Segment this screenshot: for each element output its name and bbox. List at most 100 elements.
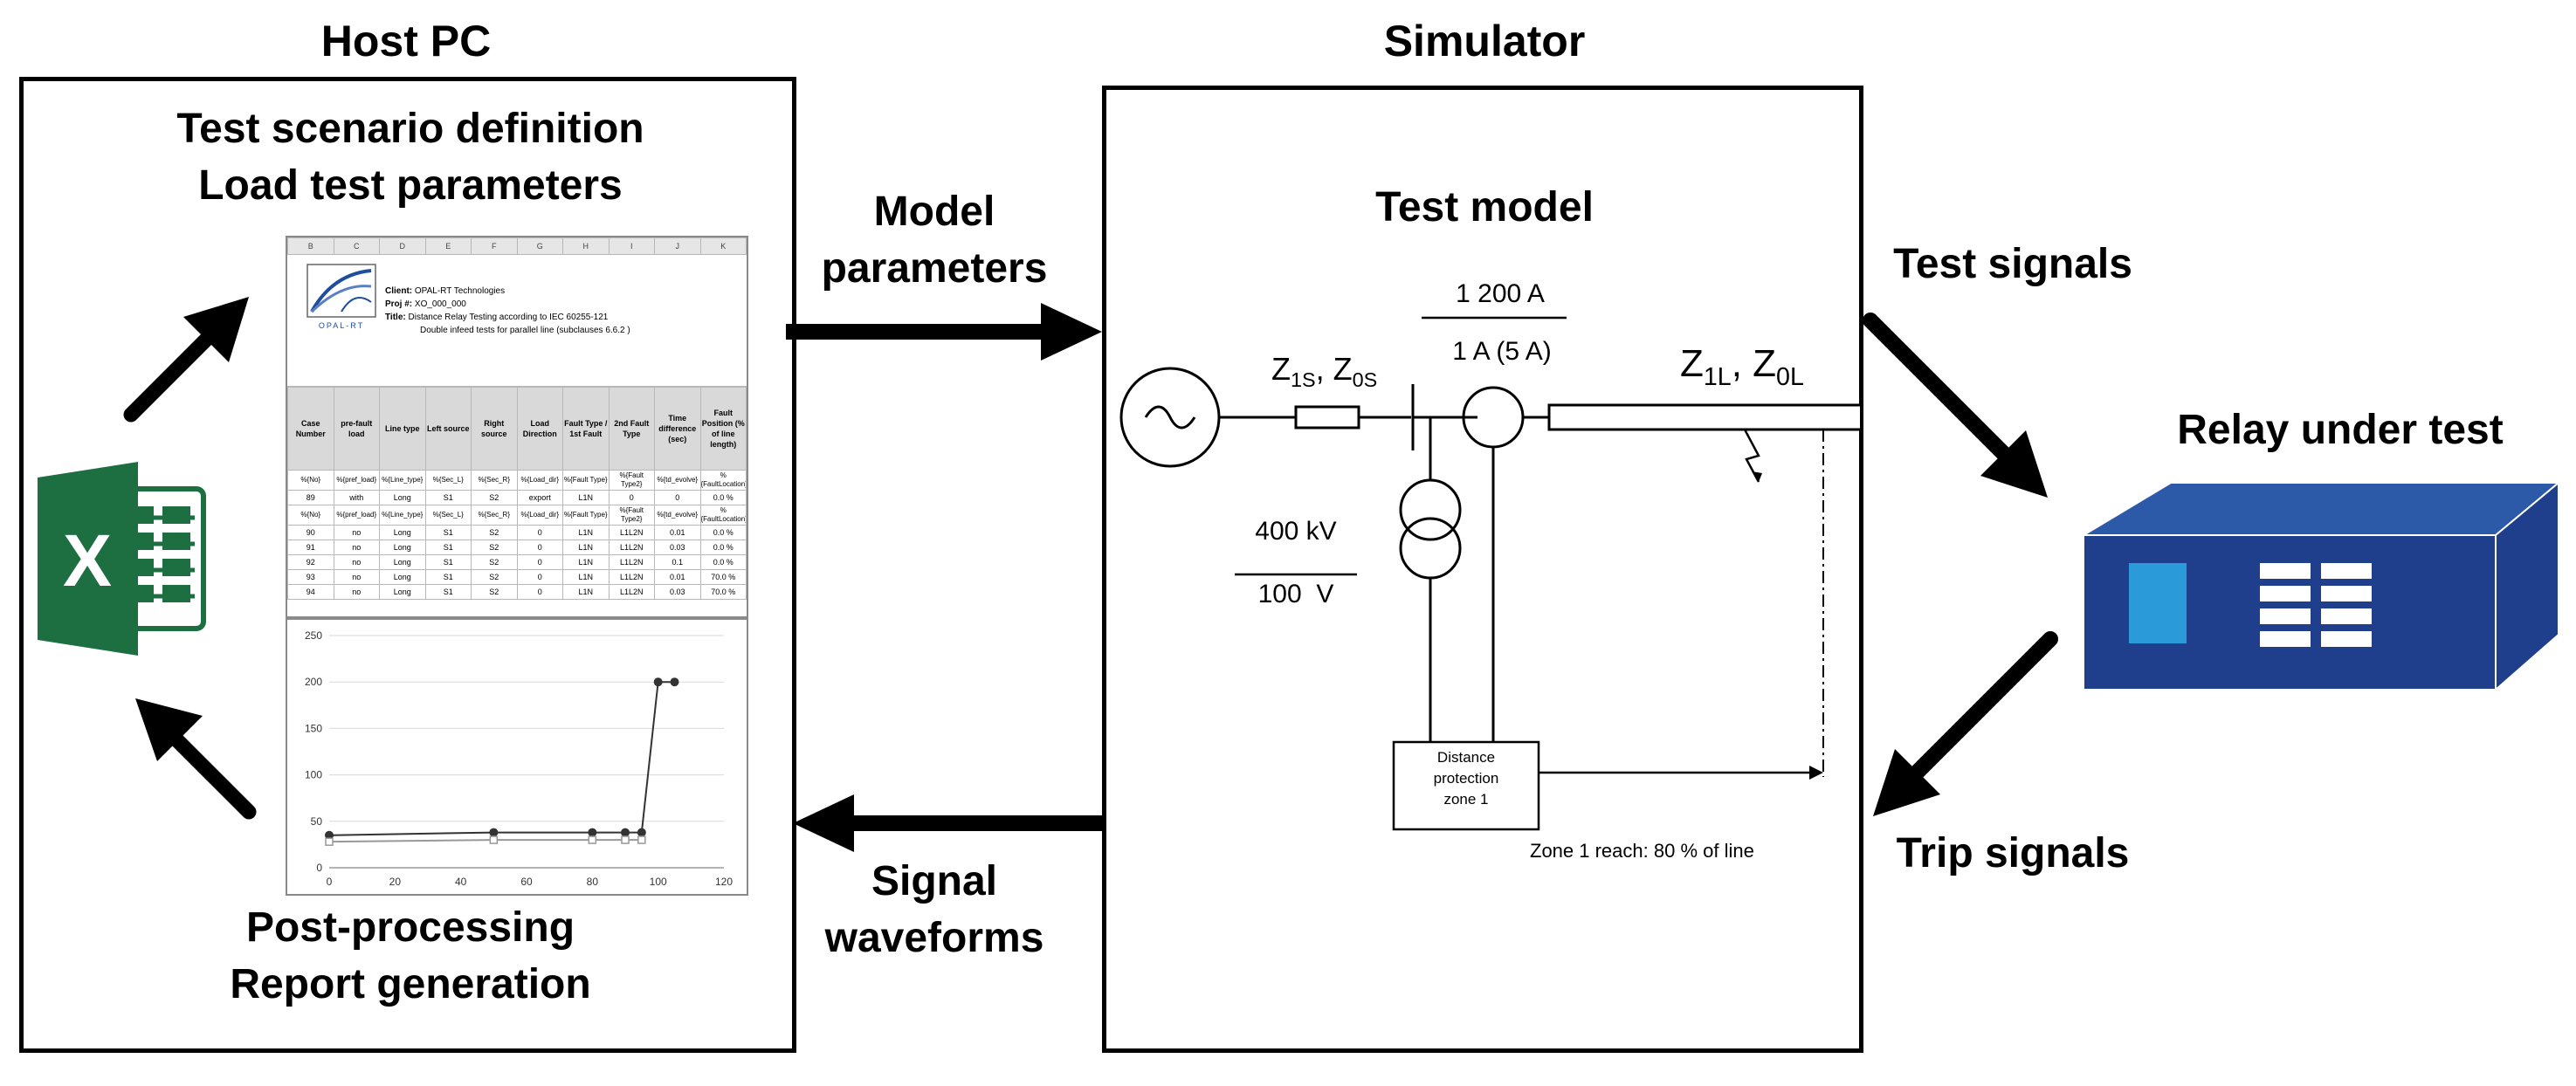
sheet-cell: 70.0 % — [699, 569, 747, 585]
sheet-cell: 0.0 % — [699, 540, 747, 555]
relay-button — [2321, 586, 2372, 601]
impedance-symbol: Z — [1753, 342, 1777, 385]
sheet-cell: Fault Type / 1st Fault — [562, 387, 610, 471]
sheet-cell: S1 — [424, 525, 472, 540]
sheet-placeholder-row: %{No}%{pref_load}%{Line_type}%{Sec_L}%{S… — [287, 470, 747, 491]
sheet-cell: 90 — [287, 525, 334, 540]
chart-point — [325, 837, 334, 846]
sheet-cell: %{pref_load} — [333, 470, 380, 491]
sheet-cell: L1N — [562, 490, 610, 505]
sheet-column-letter: B — [287, 237, 334, 255]
chart-x-tick-label: 80 — [587, 876, 599, 888]
sheet-cell: S2 — [471, 554, 518, 570]
sheet-cell: export — [516, 490, 563, 505]
chart-point — [637, 835, 646, 844]
sheet-cell: no — [333, 569, 380, 585]
trip-signals-arrow — [1873, 631, 2058, 816]
sheet-column-letter: G — [516, 237, 563, 255]
sheet-cell: %{Sec_L} — [424, 505, 472, 526]
sheet-cell: %{No} — [287, 470, 334, 491]
sheet-cell: 0.0 % — [699, 490, 747, 505]
excel-icon-letter: X — [63, 519, 112, 601]
sheet-cell: 0.03 — [654, 584, 701, 600]
chart-point — [670, 677, 679, 687]
distance-protection-line: zone 1 — [1443, 791, 1489, 808]
sheet-cell: no — [333, 554, 380, 570]
sheet-cell: %{td_evolve} — [654, 470, 701, 491]
excel-icon: X — [38, 462, 206, 656]
sheet-cell: %{Line_type} — [379, 470, 426, 491]
sheet-cell: 0.03 — [654, 540, 701, 555]
sheet-cell: 0 — [516, 569, 563, 585]
sheet-cell: 89 — [287, 490, 334, 505]
sheet-cell: 0 — [516, 540, 563, 555]
sheet-cell: Long — [379, 569, 426, 585]
sheet-cell: S1 — [424, 540, 472, 555]
impedance-symbol: Z — [1680, 342, 1704, 385]
sheet-column-letter: D — [379, 237, 426, 255]
sheet-cell: S1 — [424, 490, 472, 505]
sheet-cell: Case Number — [287, 387, 334, 471]
sheet-cell: 2nd Fault Type — [608, 387, 655, 471]
sheet-cell: Long — [379, 554, 426, 570]
distance-protection-line: protection — [1433, 770, 1499, 787]
info-value: Double infeed tests for parallel line (s… — [420, 326, 630, 335]
signal-waveforms-label-2: waveforms — [824, 915, 1044, 961]
sheet-cell: %{Fault Type} — [562, 470, 610, 491]
sheet-cell: Long — [379, 584, 426, 600]
sheet-cell: %{Sec_R} — [471, 505, 518, 526]
voltage-transformer-icon — [1399, 478, 1462, 541]
impedance-symbol: Z — [1333, 351, 1353, 387]
impedance-subscript: 0L — [1776, 362, 1804, 391]
distance-protection-box — [1392, 740, 1540, 831]
sheet-cell: S2 — [471, 540, 518, 555]
relay-button — [2260, 608, 2311, 624]
sheet-header-area: OPAL-RT Client: OPAL-RT Technologies Pro… — [287, 255, 747, 387]
sheet-cell: 93 — [287, 569, 334, 585]
sheet-cell: S2 — [471, 584, 518, 600]
sheet-cell: Load Direction — [516, 387, 563, 471]
test-signals-arrow — [1863, 313, 2048, 498]
sheet-cell: %{Fault Type} — [562, 505, 610, 526]
chart-point — [489, 835, 499, 844]
sheet-cell: 0 — [516, 554, 563, 570]
signal-waveforms-arrow — [793, 794, 1109, 852]
sheet-cell: Fault Position (% of line length) — [699, 387, 747, 471]
vt-ratio-bottom: 100 V — [1257, 580, 1334, 608]
chart-y-tick-label: 150 — [305, 722, 322, 734]
sheet-cell: L1N — [562, 569, 610, 585]
sheet-cell: Right source — [471, 387, 518, 471]
sheet-cell: 94 — [287, 584, 334, 600]
simulator-title: Simulator — [1383, 17, 1586, 65]
sheet-cell: 0 — [654, 490, 701, 505]
sheet-cell: 0.1 — [654, 554, 701, 570]
relay-button — [2260, 563, 2311, 579]
ct-ratio-bottom: 1 A (5 A) — [1452, 337, 1552, 366]
sheet-cell: %{Line_type} — [379, 505, 426, 526]
sheet-cell: 0.0 % — [699, 554, 747, 570]
impedance-subscript: 0S — [1352, 368, 1378, 392]
sheet-cell: %{Fault Type2} — [608, 505, 655, 526]
sheet-cell: 92 — [287, 554, 334, 570]
relay-button — [2321, 608, 2372, 624]
chart-point — [621, 835, 630, 844]
fault-icon — [1743, 429, 1760, 483]
relay-display — [2129, 563, 2187, 643]
opal-rt-logo: OPAL-RT — [307, 264, 376, 330]
sheet-cell: Line type — [379, 387, 426, 471]
sheet-cell: with — [333, 490, 380, 505]
host-pc-bottom-label-1: Post-processing — [245, 904, 575, 951]
chart-y-tick-label: 250 — [305, 629, 322, 642]
test-signals-label: Test signals — [1893, 241, 2132, 287]
info-key: Client: — [385, 286, 413, 296]
vt-ratio-top: 400 kV — [1255, 517, 1337, 546]
sheet-column-letter: C — [333, 237, 380, 255]
chart-y-tick-label: 0 — [316, 862, 322, 874]
relay-button — [2321, 563, 2372, 579]
host-pc-bottom-label-2: Report generation — [230, 961, 591, 1007]
transmission-line — [1547, 403, 1860, 431]
sheet-cell: 0 — [608, 490, 655, 505]
